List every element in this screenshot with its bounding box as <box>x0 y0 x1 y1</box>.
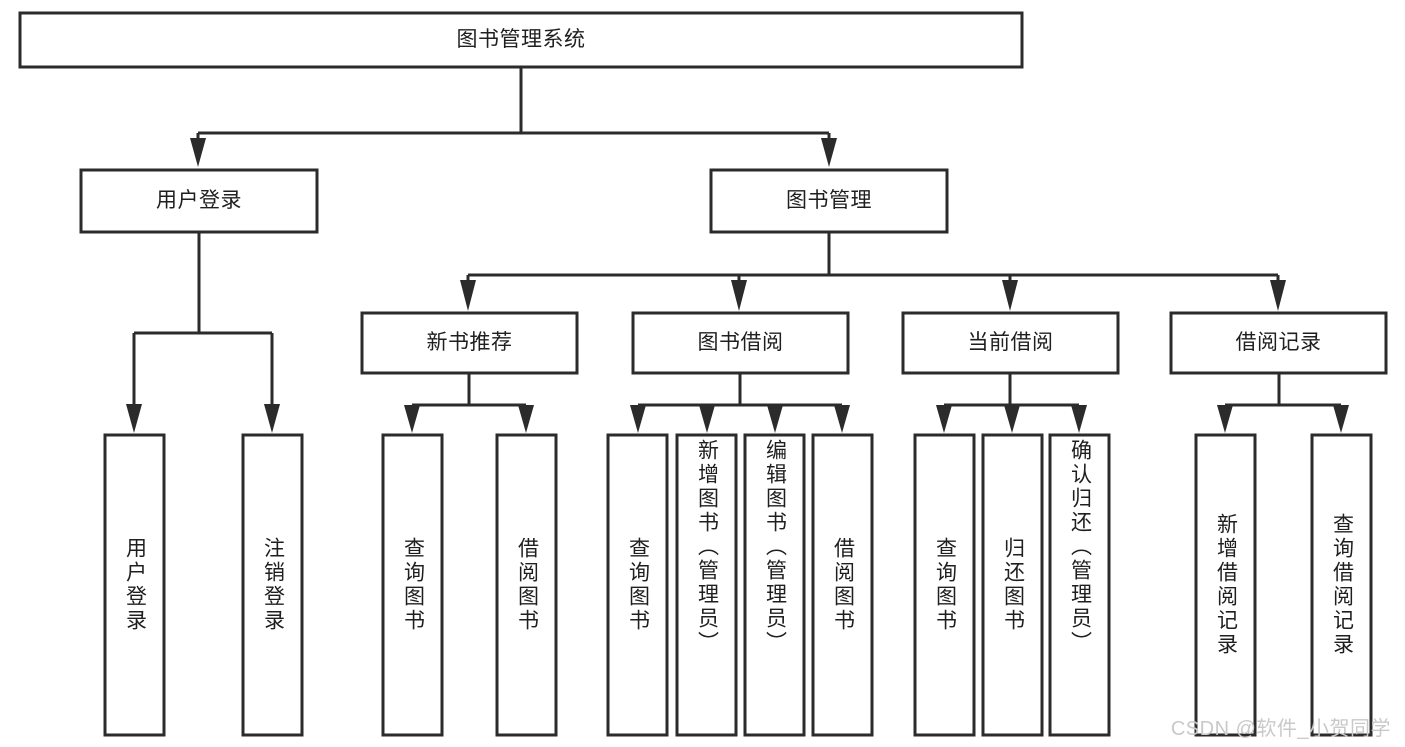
node-box-book-management[interactable] <box>709 168 949 234</box>
node-box-user-login[interactable] <box>79 168 319 234</box>
leaf-box-user-login-1[interactable] <box>103 433 166 737</box>
arrowhead-to-user-login <box>190 138 206 167</box>
arrowhead-current-borrow-leaf-2 <box>1004 405 1020 433</box>
watermark-attribution: CSDN @软件_小贺同学 <box>1170 718 1391 740</box>
arrowhead-to-current-borrow <box>1002 280 1018 311</box>
arrowhead-to-book-borrow <box>731 280 747 311</box>
arrowhead-current-borrow-leaf-1 <box>936 405 952 433</box>
arrowhead-to-book-management <box>821 138 837 167</box>
arrowhead-borrow-records-leaf-2 <box>1333 405 1349 433</box>
arrowhead-book-borrow-leaf-3 <box>767 405 783 433</box>
arrowhead-new-books-leaf-2 <box>518 405 534 433</box>
arrowhead-book-borrow-leaf-2 <box>699 405 715 433</box>
arrowhead-book-borrow-leaf-4 <box>834 405 850 433</box>
leaf-box-user-login-2[interactable] <box>241 433 304 737</box>
node-box-borrow-records[interactable] <box>1169 311 1388 375</box>
leaf-box-current-borrow-3[interactable] <box>1048 433 1111 737</box>
leaf-box-book-borrow-3[interactable] <box>743 433 806 737</box>
arrowhead-book-borrow-leaf-1 <box>630 405 646 433</box>
arrowhead-user-login-leaf-1 <box>126 404 142 433</box>
node-box-book-borrow[interactable] <box>631 311 850 375</box>
leaf-box-current-borrow-1[interactable] <box>913 433 976 737</box>
leaf-box-new-books-1[interactable] <box>381 433 444 737</box>
arrowhead-current-borrow-leaf-3 <box>1071 405 1087 433</box>
leaf-box-new-books-2[interactable] <box>495 433 558 737</box>
arrowhead-to-new-books <box>460 280 476 311</box>
node-box-root[interactable] <box>18 11 1024 69</box>
leaf-box-borrow-records-2[interactable] <box>1310 433 1373 737</box>
leaf-box-current-borrow-2[interactable] <box>981 433 1044 737</box>
arrowhead-user-login-leaf-2 <box>264 404 280 433</box>
arrowhead-borrow-records-leaf-1 <box>1217 405 1233 433</box>
node-box-current-borrow[interactable] <box>901 311 1120 375</box>
node-box-new-books[interactable] <box>360 311 579 375</box>
leaf-box-borrow-records-1[interactable] <box>1194 433 1257 737</box>
leaf-box-book-borrow-4[interactable] <box>811 433 874 737</box>
leaf-box-book-borrow-2[interactable] <box>675 433 738 737</box>
leaf-box-book-borrow-1[interactable] <box>606 433 669 737</box>
arrowhead-new-books-leaf-1 <box>404 405 420 433</box>
arrowhead-to-borrow-records <box>1270 280 1286 311</box>
